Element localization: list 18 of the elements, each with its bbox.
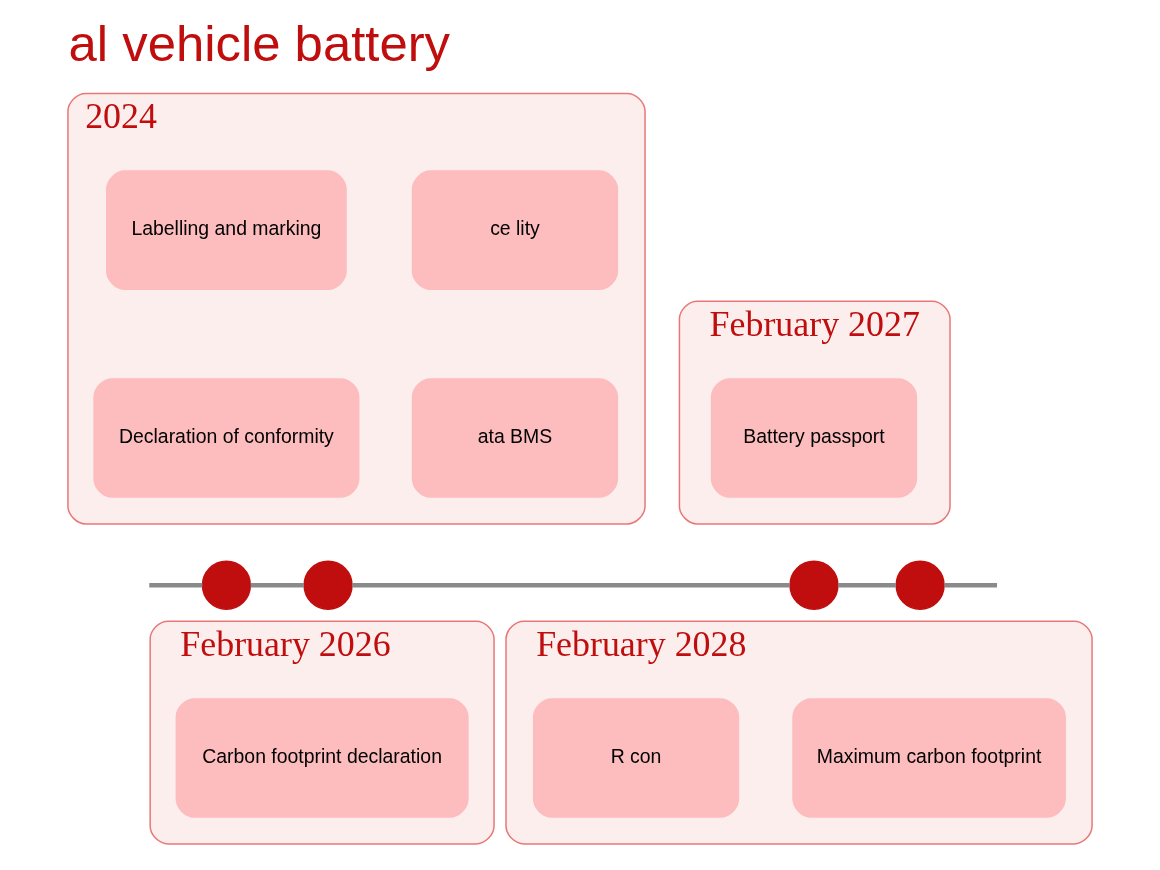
- connector: [250, 583, 304, 588]
- node-box: Labelling and marking: [106, 170, 347, 290]
- node-circle: [895, 560, 945, 610]
- node-box: ce lity: [411, 170, 619, 290]
- connector: [838, 583, 896, 588]
- node-circle: [789, 560, 839, 610]
- node-box: Battery passport: [710, 378, 918, 498]
- diagram-title: al vehicle battery: [68, 14, 451, 72]
- connector: [149, 583, 203, 588]
- node-box: Declaration of conformity: [93, 378, 360, 498]
- node-circle: [201, 560, 252, 610]
- node-box: Carbon footprint declaration: [175, 698, 469, 818]
- node-box: ata BMS: [411, 378, 619, 498]
- node-box: Maximum carbon footprint: [792, 698, 1066, 818]
- node-circle: [303, 560, 353, 610]
- node-box: R con: [532, 698, 740, 818]
- connector: [944, 583, 998, 588]
- connector: [352, 583, 790, 588]
